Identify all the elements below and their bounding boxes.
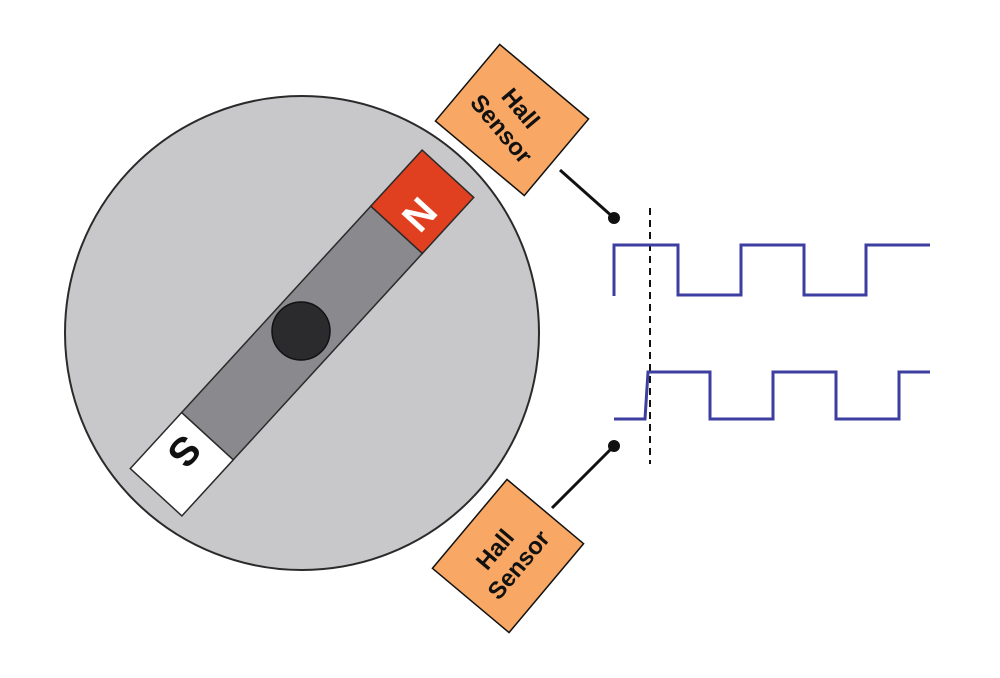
north-pole: [369, 149, 475, 255]
waveform-top: [612, 243, 930, 297]
sensor-lead-dot-bottom: [608, 440, 620, 452]
hall-sensor-top: Hall Sensor: [434, 43, 620, 224]
sensor-lead-dot-top: [608, 212, 620, 224]
waveform-bottom: [614, 370, 930, 421]
sensor-box-top: [434, 43, 590, 197]
rotor-shaft: [271, 301, 331, 361]
hall-sensor-bottom: Hall Sensor: [431, 440, 620, 634]
sensor-lead-top: [559, 168, 615, 220]
sensor-lead-bottom: [550, 444, 616, 510]
south-pole: [129, 411, 235, 517]
sensor-box-bottom: [431, 478, 585, 634]
